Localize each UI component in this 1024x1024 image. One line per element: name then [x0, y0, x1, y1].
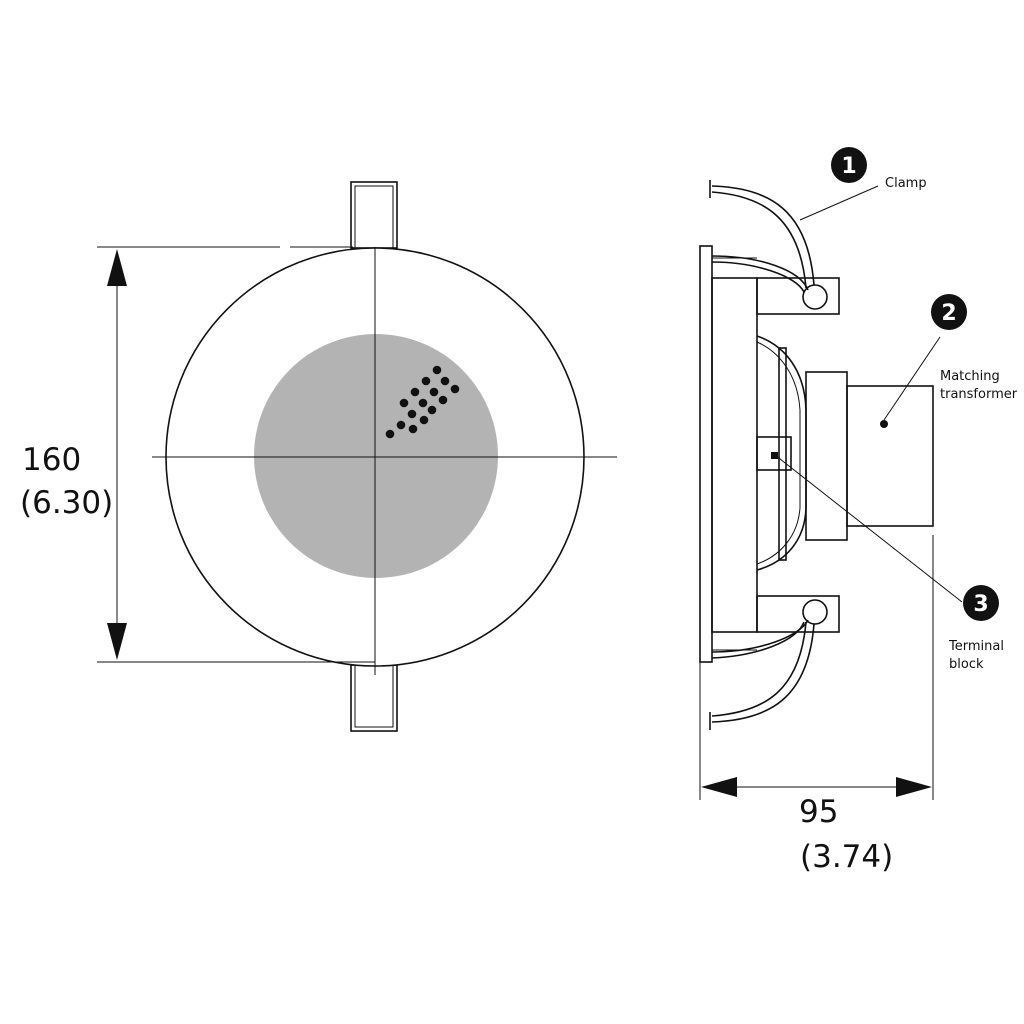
depth-arrow-left	[701, 777, 737, 797]
callout-label-transformer-line-2: transformer	[940, 387, 1018, 402]
callout-terminal-block: 3 Terminal block	[948, 585, 1004, 672]
height-value: 160	[22, 442, 81, 478]
callout-badge-2	[931, 294, 967, 330]
height-arrow-bottom	[107, 623, 127, 660]
upper-clamp-wire	[709, 180, 815, 293]
baffle-body	[711, 277, 758, 633]
bottom-clamp-tab	[350, 664, 398, 732]
transformer-flange	[805, 371, 848, 541]
bottom-clamp-tab-inner	[354, 664, 394, 728]
svg-text:3: 3	[973, 592, 988, 617]
top-clamp-tab-inner	[354, 185, 394, 249]
height-dimension	[97, 246, 375, 663]
top-clamp-tab	[350, 181, 398, 249]
depth-value: 95	[799, 794, 838, 830]
depth-dimension	[699, 535, 934, 800]
lower-clamp-screw	[802, 599, 828, 625]
side-view: 95 (3.74)	[699, 180, 963, 875]
callout-label-clamp: Clamp	[885, 176, 927, 191]
transformer-point	[880, 420, 888, 428]
depth-inches: (3.74)	[800, 839, 893, 875]
svg-text:1: 1	[841, 154, 856, 179]
upper-clamp-screw	[802, 284, 828, 310]
lower-clamp-wire	[709, 619, 815, 730]
depth-arrow-right	[896, 777, 932, 797]
callout-label-transformer-line-1: Matching	[940, 369, 1000, 384]
transformer-body	[846, 385, 934, 527]
callout-matching-transformer: 2 Matching transformer	[931, 294, 1018, 402]
height-inches: (6.30)	[20, 485, 113, 521]
callout-label-terminal-line-1: Terminal	[948, 639, 1004, 654]
callout-label-terminal-line-2: block	[949, 657, 984, 672]
transformer-leader-line	[883, 336, 941, 421]
height-arrow-top	[107, 249, 127, 286]
clamp-leader-line	[799, 185, 879, 221]
callout-badge-1	[831, 147, 867, 183]
mounting-plate	[778, 347, 787, 561]
callout-clamp: 1 Clamp	[831, 147, 927, 191]
speaker-grille	[254, 334, 498, 578]
speaker-basket	[756, 335, 807, 571]
terminal-block-point	[771, 452, 778, 459]
callout-badge-3	[963, 585, 999, 621]
terminal-block	[756, 436, 792, 471]
logo-dot-pattern	[385, 365, 460, 439]
front-flange	[699, 245, 713, 663]
svg-text:2: 2	[941, 301, 956, 326]
front-view: 160 (6.30)	[20, 181, 617, 732]
terminal-leader-line	[774, 454, 963, 603]
